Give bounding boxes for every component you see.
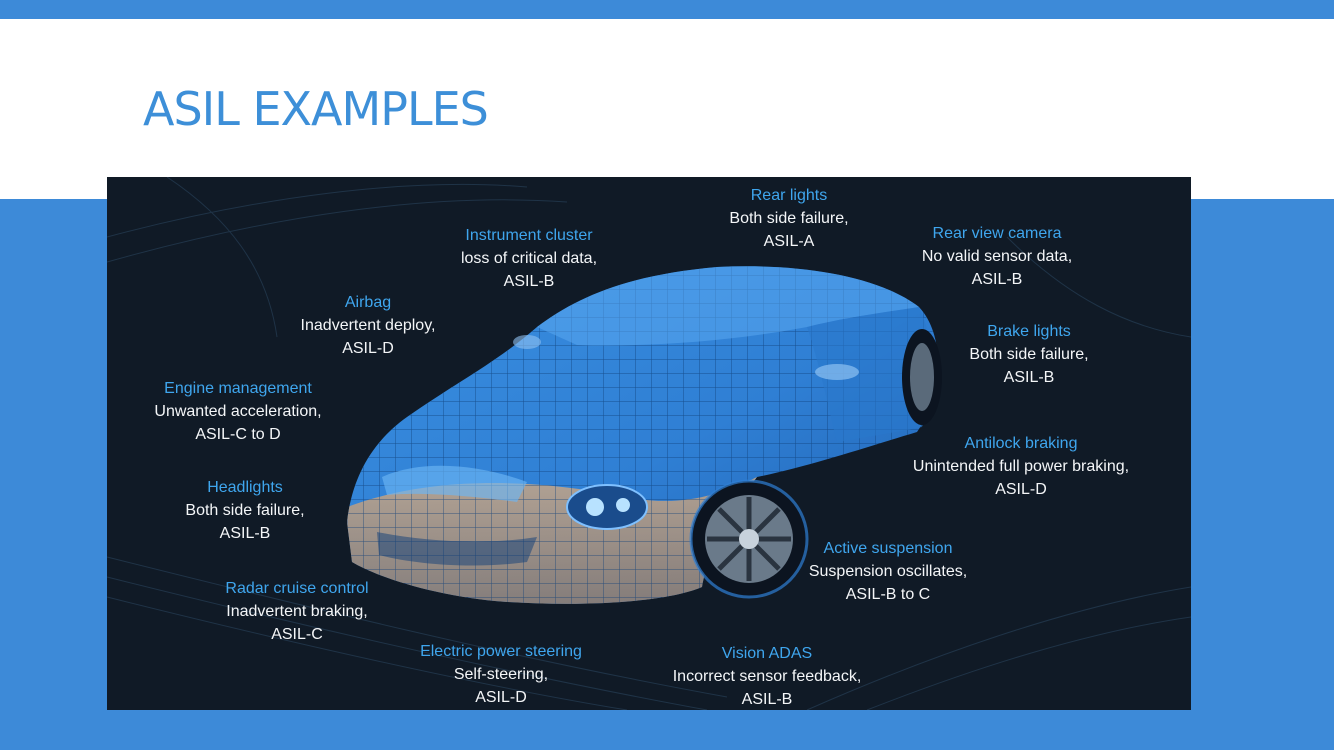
- callout-rear-view-camera: Rear view camera No valid sensor data, A…: [899, 222, 1095, 291]
- callout-failure: loss of critical data,: [460, 250, 598, 267]
- callout-label: Antilock braking: [964, 435, 1078, 452]
- callout-electric-power-steering: Electric power steering Self-steering, A…: [395, 640, 607, 709]
- callout-label: Electric power steering: [420, 643, 582, 660]
- callout-failure: Unintended full power braking,: [912, 458, 1130, 475]
- callout-label: Rear view camera: [932, 225, 1062, 242]
- callout-asil: ASIL-B: [971, 271, 1023, 288]
- callout-radar-cruise-control: Radar cruise control Inadvertent braking…: [202, 577, 392, 646]
- callout-asil: ASIL-D: [995, 481, 1047, 498]
- callout-asil: ASIL-B: [503, 273, 555, 290]
- callout-asil: ASIL-B: [741, 691, 793, 708]
- slide-title: ASIL EXAMPLES: [143, 82, 489, 136]
- callout-label: Vision ADAS: [721, 645, 813, 662]
- callout-failure: Both side failure,: [729, 210, 849, 227]
- callout-rear-lights: Rear lights Both side failure, ASIL-A: [704, 184, 874, 253]
- callout-label: Brake lights: [987, 323, 1071, 340]
- callout-asil: ASIL-D: [475, 689, 527, 706]
- callout-failure: Both side failure,: [969, 346, 1089, 363]
- callout-asil: ASIL-B: [219, 525, 271, 542]
- callout-failure: Inadvertent deploy,: [300, 317, 436, 334]
- car-illustration-panel: Rear lights Both side failure, ASIL-A In…: [107, 177, 1191, 710]
- callout-asil: ASIL-B to C: [845, 586, 931, 603]
- callout-vision-adas: Vision ADAS Incorrect sensor feedback, A…: [642, 642, 892, 710]
- callout-airbag: Airbag Inadvertent deploy, ASIL-D: [278, 291, 458, 360]
- callout-asil: ASIL-B: [1003, 369, 1055, 386]
- callout-label: Rear lights: [750, 187, 828, 204]
- callout-antilock-braking: Antilock braking Unintended full power b…: [886, 432, 1156, 501]
- callout-label: Radar cruise control: [225, 580, 369, 597]
- callout-label: Engine management: [164, 380, 312, 397]
- callout-label: Airbag: [344, 294, 392, 311]
- callout-label: Active suspension: [823, 540, 953, 557]
- callout-asil: ASIL-A: [763, 233, 815, 250]
- front-wheel: [689, 479, 809, 599]
- callout-failure: Incorrect sensor feedback,: [672, 668, 862, 685]
- callout-brake-lights: Brake lights Both side failure, ASIL-B: [944, 320, 1114, 389]
- callout-active-suspension: Active suspension Suspension oscillates,…: [788, 537, 988, 606]
- wireframe-car-graphic: [107, 177, 1191, 710]
- callout-engine-management: Engine management Unwanted acceleration,…: [134, 377, 342, 446]
- callout-instrument-cluster: Instrument cluster loss of critical data…: [434, 224, 624, 293]
- callout-headlights: Headlights Both side failure, ASIL-B: [168, 476, 322, 545]
- top-accent-strip: [0, 0, 1334, 19]
- background-swoosh-lines: [107, 177, 1191, 710]
- callout-asil: ASIL-C to D: [195, 426, 281, 443]
- callout-label: Instrument cluster: [465, 227, 593, 244]
- callout-asil: ASIL-C: [271, 626, 323, 643]
- callout-label: Headlights: [207, 479, 283, 496]
- rear-wheel: [902, 329, 942, 425]
- callout-asil: ASIL-D: [342, 340, 394, 357]
- callout-failure: Inadvertent braking,: [226, 603, 368, 620]
- callout-failure: Self-steering,: [453, 666, 549, 683]
- callout-failure: Suspension oscillates,: [808, 563, 968, 580]
- callout-failure: Unwanted acceleration,: [154, 403, 322, 420]
- callout-failure: Both side failure,: [185, 502, 305, 519]
- title-band: [0, 19, 1334, 199]
- callout-failure: No valid sensor data,: [921, 248, 1073, 265]
